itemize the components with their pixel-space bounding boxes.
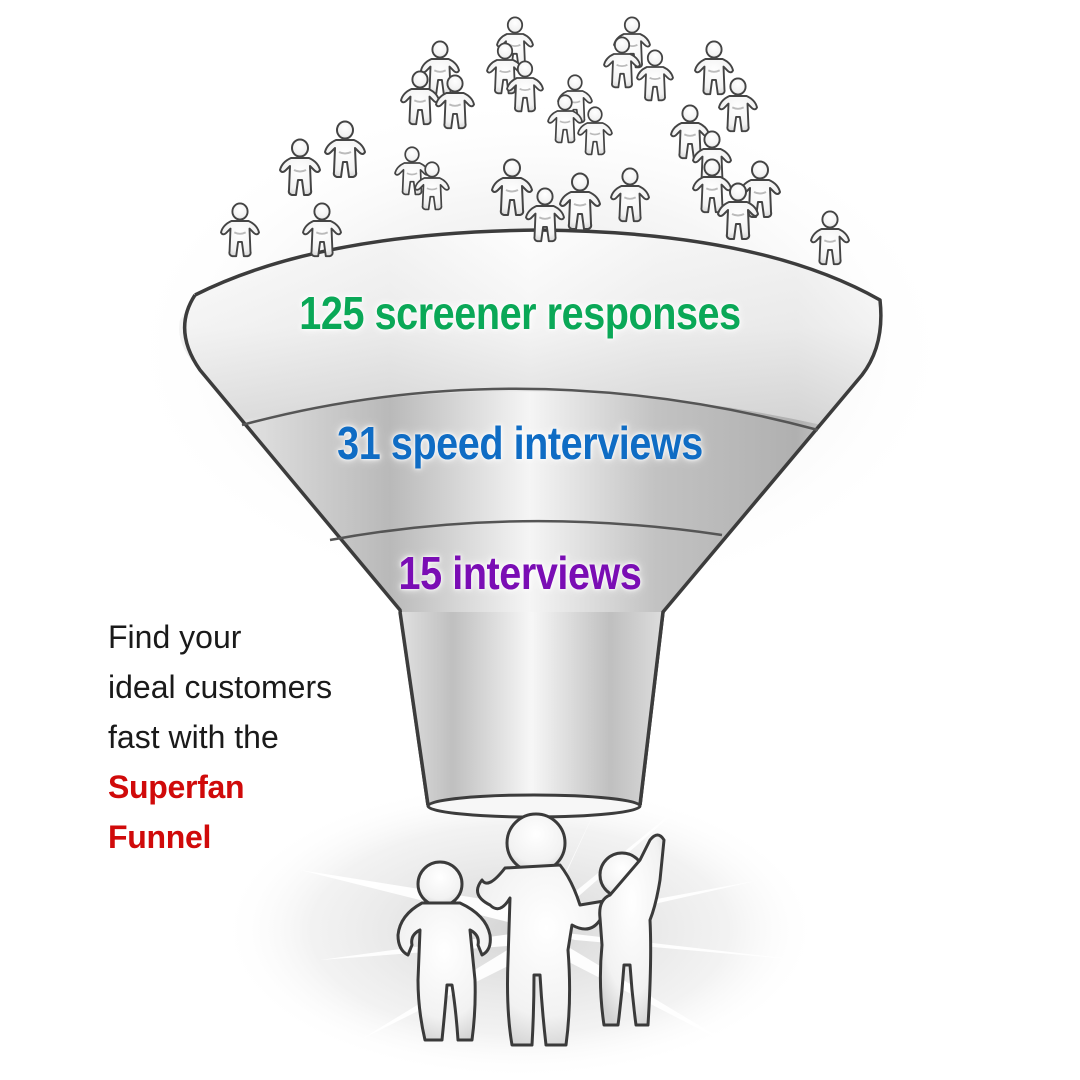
crowd-person-icon	[694, 40, 734, 96]
funnel	[179, 228, 883, 819]
stage-label-interviews: 15 interviews	[398, 547, 642, 599]
person-waving-icon	[476, 812, 617, 1047]
caption-line: fast with the	[108, 719, 279, 755]
caption-brand-line: Funnel	[108, 819, 212, 855]
caption-line: ideal customers	[108, 669, 333, 705]
result-group	[396, 812, 666, 1047]
caption-line: Find your	[108, 619, 242, 655]
band-divider-1	[241, 387, 819, 432]
person-raising-hand-icon	[598, 833, 666, 1027]
stage-label-screener-responses: 125 screener responses	[299, 287, 741, 339]
band-divider-2	[329, 519, 723, 542]
person-hands-on-hips-icon	[396, 860, 492, 1042]
caption: Find your ideal customers fast with the …	[108, 612, 408, 862]
stage-label-speed-interviews: 31 speed interviews	[337, 417, 703, 469]
caption-brand-line: Superfan	[108, 769, 245, 805]
